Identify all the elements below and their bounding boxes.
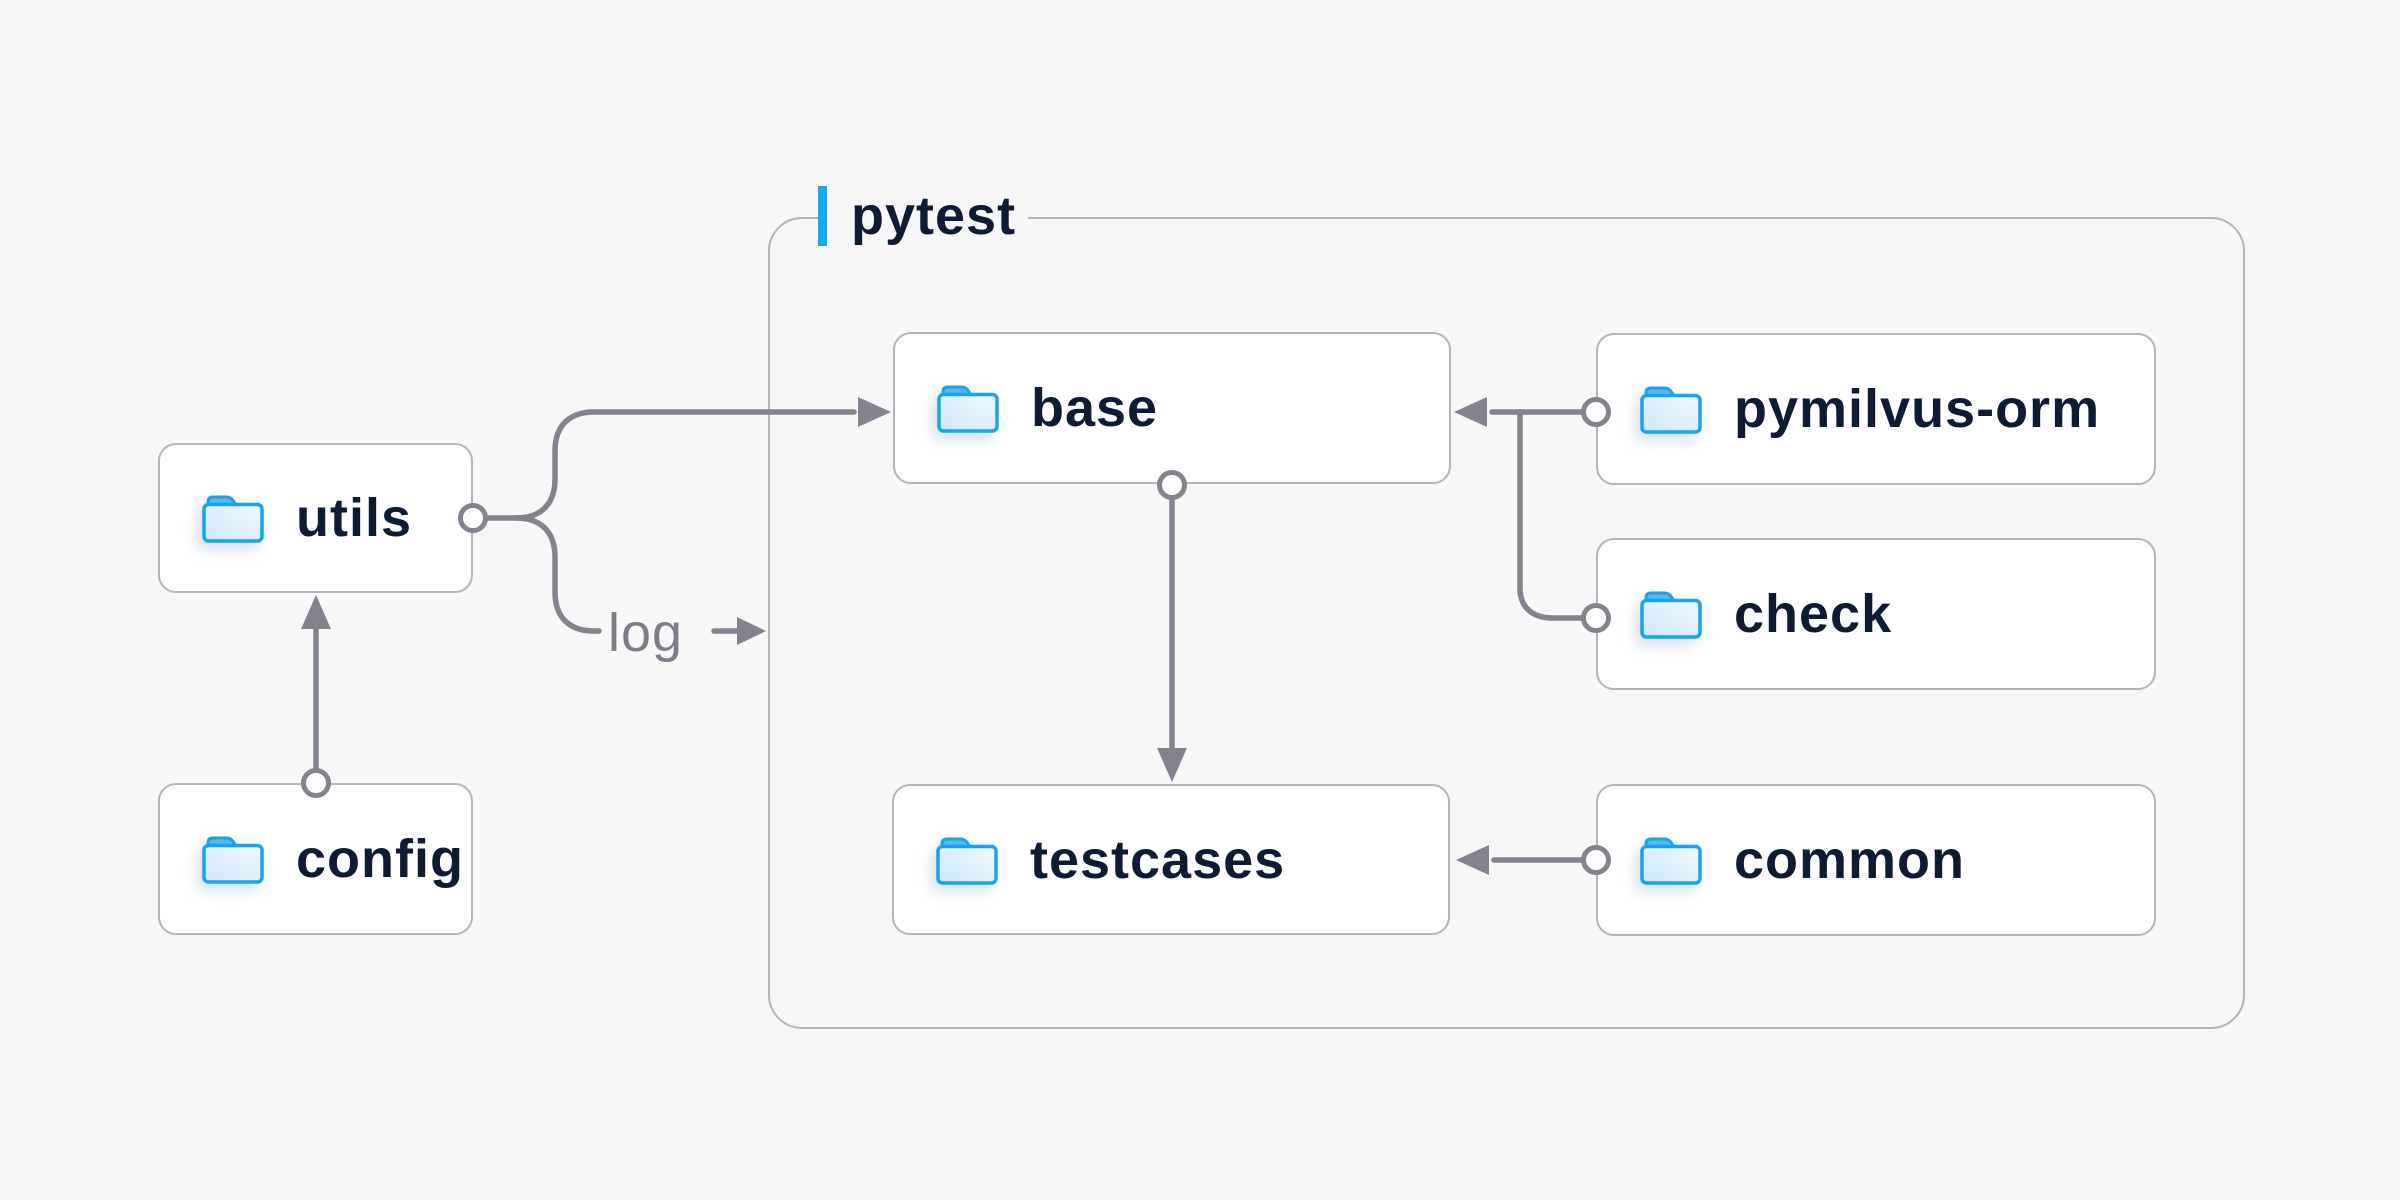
node-check: check (1596, 538, 2156, 690)
node-config: config (158, 783, 473, 935)
edge-line (513, 515, 602, 634)
node-label: pymilvus-orm (1734, 379, 2101, 439)
node-label: common (1734, 830, 1966, 890)
arrowhead-right (737, 617, 766, 645)
pytest-group-label-text: pytest (851, 186, 1017, 246)
folder-icon (936, 837, 998, 885)
folder-icon (1640, 837, 1702, 885)
node-label: config (296, 829, 464, 889)
node-label: base (1031, 378, 1159, 438)
pytest-group-container (768, 217, 2245, 1029)
pytest-group-label: pytest (818, 184, 1029, 248)
accent-bar (818, 186, 827, 246)
node-utils: utils (158, 443, 473, 593)
node-pymilvus-orm: pymilvus-orm (1596, 333, 2156, 485)
folder-icon (1640, 591, 1702, 639)
folder-icon (202, 495, 264, 543)
folder-icon (202, 836, 264, 884)
node-label: testcases (1030, 829, 1286, 890)
node-base: base (893, 332, 1451, 484)
node-label: utils (296, 488, 413, 548)
folder-icon (937, 385, 999, 433)
arrowhead-up (301, 595, 331, 629)
folder-icon (1640, 386, 1702, 434)
node-common: common (1596, 784, 2156, 936)
node-testcases: testcases (892, 784, 1450, 935)
edge-config-to-utils (301, 595, 331, 798)
node-label: check (1734, 584, 1893, 644)
edge-label-log: log (608, 603, 684, 663)
